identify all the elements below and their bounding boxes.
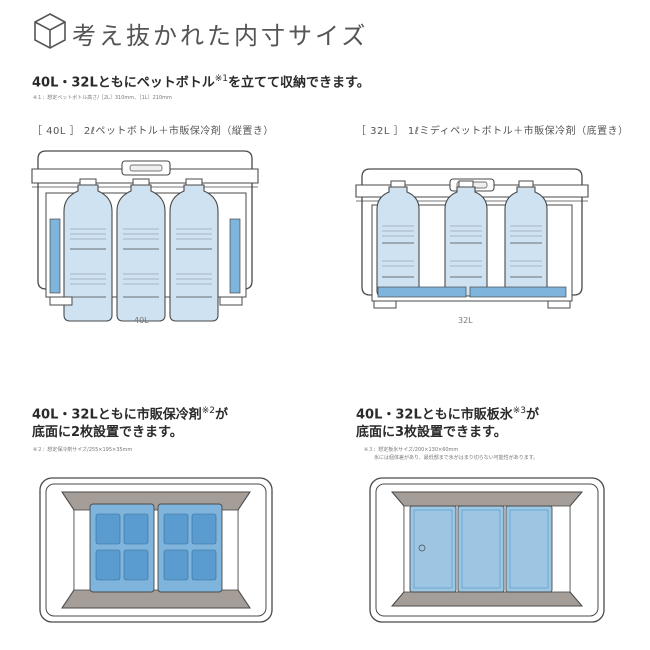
section2-heading-line1: 40L・32Lともに市販保冷剤※2が [32, 402, 228, 424]
cooler-32l-illustration [355, 168, 589, 309]
section3-note1: ※３：想定板氷サイズ/200×130×60mm [364, 447, 459, 453]
section1-heading-ref: ※1 [214, 74, 229, 84]
section2-heading: 40L・32Lともに市販保冷剤※2が 底面に2枚設置できます。 [32, 402, 228, 442]
section2-ref: ※2 [201, 406, 216, 416]
icepack-1 [89, 503, 155, 593]
ice-block-3 [505, 505, 553, 593]
section3-ref: ※3 [512, 406, 527, 416]
section1-heading-text: 40L・32Lともにペットボトル [32, 75, 215, 91]
section3-heading-line1: 40L・32Lともに市販板氷※3が [356, 402, 539, 424]
section2-note: ※２：想定保冷剤サイズ/255×195×35mm [33, 447, 133, 453]
ice-block-1 [409, 505, 457, 593]
section1-heading-suffix: を立てて収納できます。 [228, 75, 370, 91]
panel40-subtitle: ［ 40L ］ 2ℓペットボトル＋市販保冷剤（縦置き） [32, 126, 274, 137]
section2-line1-suffix: が [215, 407, 229, 423]
icepack-2 [157, 503, 223, 593]
section3-line1-text: 40L・32Lともに市販板氷 [356, 407, 513, 423]
panel32-subtitle: ［ 32L ］ 1ℓミディペットボトル＋市販保冷剤（底置き） [356, 126, 629, 137]
section2-line1-text: 40L・32Lともに市販保冷剤 [32, 407, 202, 423]
section3-line1-suffix: が [526, 407, 540, 423]
ice-block-2 [457, 505, 505, 593]
section3-heading-line2: 底面に3枚設置できます。 [356, 425, 507, 441]
cooler-40l-top-view [39, 477, 273, 623]
section1-heading: 40L・32Lともにペットボトル※1を立てて収納できます。 [32, 70, 370, 92]
panel32-caption: 32L [458, 316, 473, 325]
section3-heading: 40L・32Lともに市販板氷※3が 底面に3枚設置できます。 [356, 402, 539, 442]
page-title: 考え抜かれた内寸サイズ [72, 22, 369, 50]
section1-note: ※１：想定ペットボトル高さ/［2L］310mm、［1L］210mm [33, 95, 172, 101]
cube-icon [34, 13, 66, 49]
cooler-32l-top-view [369, 477, 605, 623]
section3-note2: 氷には個体差があり、最低部まで氷がはまり切らない可能性があります。 [374, 455, 539, 461]
panel40-caption: 40L [134, 316, 149, 325]
cooler-40l-illustration [31, 150, 259, 322]
section2-heading-line2: 底面に2枚設置できます。 [32, 425, 183, 441]
